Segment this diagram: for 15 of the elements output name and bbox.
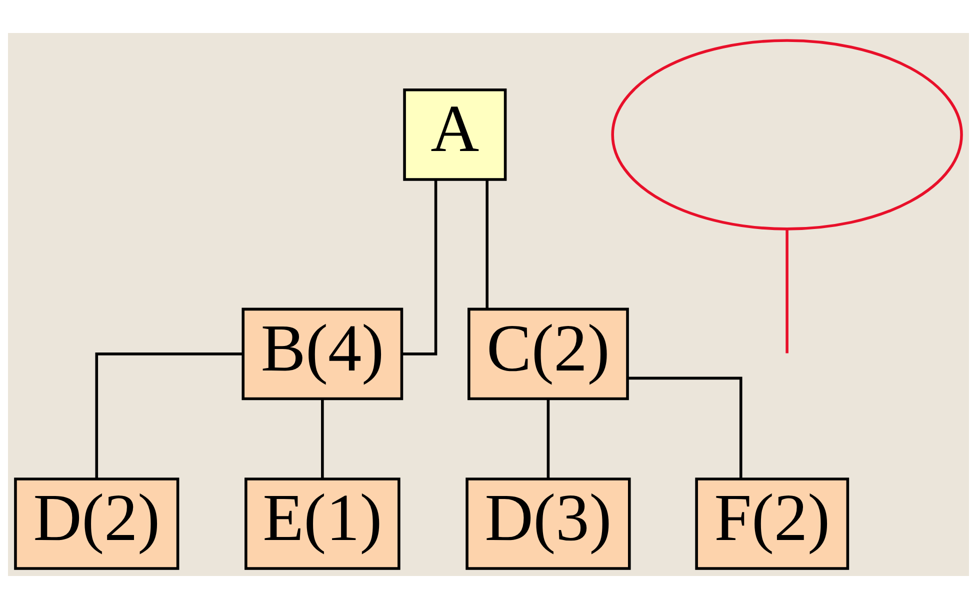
connector — [486, 179, 488, 309]
node-box: A — [403, 88, 507, 180]
connector — [786, 228, 788, 353]
node-box: B(4) — [242, 307, 404, 400]
connector — [402, 179, 438, 355]
node-box: E(1) — [244, 477, 400, 570]
node-box: C(2) — [468, 307, 629, 400]
connector — [546, 398, 550, 478]
node-box: D(2) — [14, 477, 180, 570]
connector — [321, 398, 324, 478]
node-box: D(3) — [466, 477, 631, 570]
connector — [628, 376, 742, 478]
node-ellipse — [611, 38, 963, 230]
connector — [95, 352, 243, 478]
node-box: F(2) — [695, 477, 850, 570]
